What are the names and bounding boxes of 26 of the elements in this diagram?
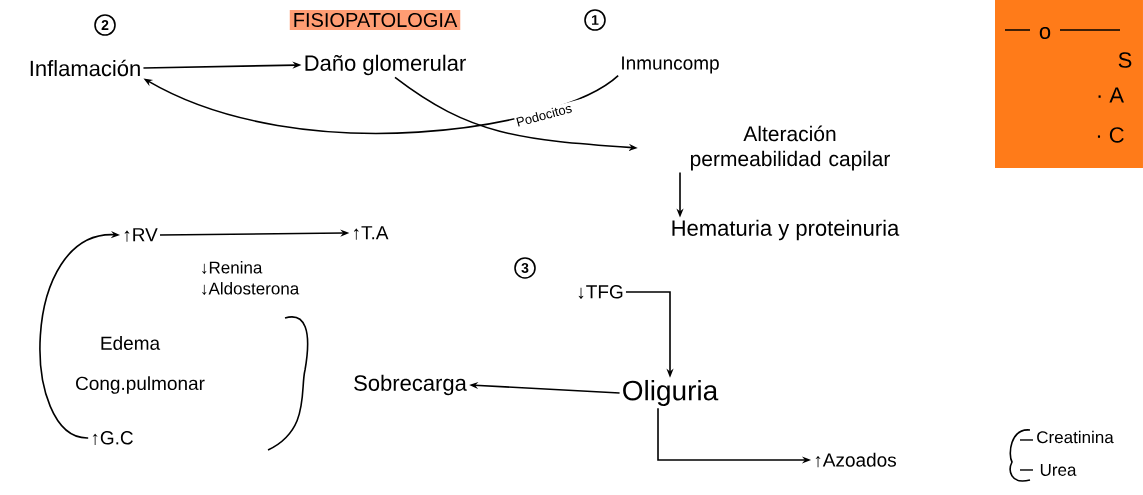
title: FISIOPATOLOGIA [289,9,461,31]
note-text: · C [1097,127,1124,143]
concept-text: Inmuncomp [622,56,719,74]
concept-text: ↑T.A [354,226,389,240]
step-number: 2 [94,14,116,36]
concept-text: Alteración permeabilidad capilar [690,125,890,171]
concept-text: ↑G.C [92,431,133,445]
concept-text: Hematuria y proteinuria [672,219,900,241]
concept-text: Cong.pulmonar [76,376,205,394]
concept-text: Sobrecarga [354,374,467,396]
edge-label: Podocitos [516,106,572,127]
concept-text: Oliguria [623,379,719,407]
concept-text: Daño glomerular [305,54,466,76]
concept-text: ↑Azoados [815,452,896,468]
note-text: · A [1098,87,1124,103]
list-text: Urea [1040,464,1077,476]
concept-text: ↓TFG [578,285,623,299]
step-number: 1 [584,9,606,31]
note-text: o [1039,26,1051,39]
concept-text: ↑RV [124,228,158,242]
concept-text: Edema [101,336,161,350]
list-text: Creatinina [1037,430,1114,444]
step-number: 3 [514,257,536,279]
note-text: S [1118,52,1132,68]
edge-label: ↓Renina ↓Aldosterona [202,261,300,295]
concept-text: Inflamación [30,59,140,77]
